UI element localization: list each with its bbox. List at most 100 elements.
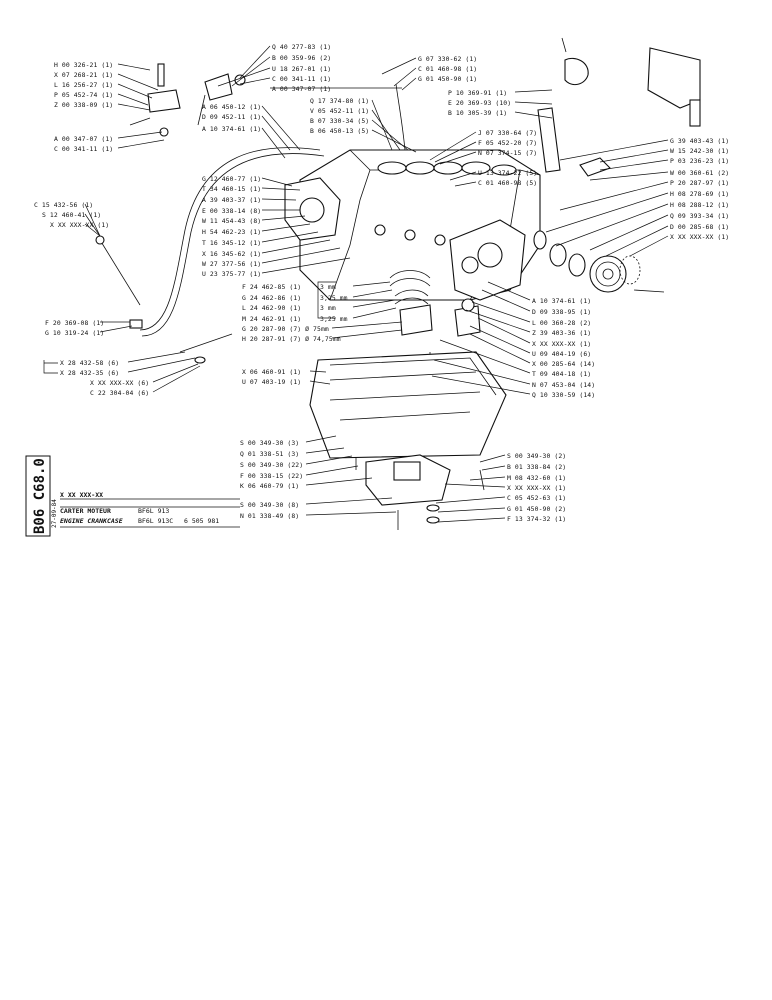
part-label: J 07 330-64 (7) bbox=[478, 129, 537, 137]
part-label: H 08 288-12 (1) bbox=[670, 201, 729, 209]
part-label: A 10 374-61 (1) bbox=[202, 125, 261, 133]
crankcase-drawing bbox=[84, 37, 701, 530]
part-label: C 15 432-56 (1) bbox=[34, 201, 93, 209]
part-label: U 23 375-77 (1) bbox=[202, 270, 261, 278]
part-label: M 08 432-60 (1) bbox=[507, 474, 566, 482]
part-label: H 08 278-69 (1) bbox=[670, 190, 729, 198]
part-label: A 39 403-37 (1) bbox=[202, 196, 261, 204]
part-label: H 20 287-91 (7) Ø 74,75mm bbox=[242, 335, 341, 343]
part-label: X XX XXX-XX (1) bbox=[507, 484, 566, 492]
part-label: B 10 305-39 (1) bbox=[448, 109, 507, 117]
part-label: W 11 454-43 (8) bbox=[202, 217, 261, 225]
page-date: 27-09-84 bbox=[51, 499, 58, 528]
part-label: S 00 349-30 (22) bbox=[240, 461, 303, 469]
part-label: X 28 432-35 (6) bbox=[60, 369, 119, 377]
callout-labels-lower-right: A 10 374-61 (1) D 09 338-95 (1) L 00 360… bbox=[532, 297, 595, 399]
part-label: P 03 236-23 (1) bbox=[670, 157, 729, 165]
part-label: U 09 404-19 (6) bbox=[532, 350, 591, 358]
part-label: U 18 267-01 (1) bbox=[272, 65, 331, 73]
part-label: X 06 460-91 (1) bbox=[242, 368, 301, 376]
callout-labels-mid-left: C 15 432-56 (1) S 12 460-41 (1) X XX XXX… bbox=[34, 175, 261, 278]
part-label: Z 00 338-09 (1) bbox=[54, 101, 113, 109]
title-english: ENGINE CRANKCASE bbox=[60, 517, 123, 525]
part-label: H 00 326-21 (1) bbox=[54, 61, 113, 69]
part-label: G 39 403-43 (1) bbox=[670, 137, 729, 145]
part-label: L 24 462-90 (1) bbox=[242, 304, 301, 312]
part-label: G 07 330-62 (1) bbox=[418, 55, 477, 63]
callout-labels-mid-right: J 07 330-64 (7) F 05 452-20 (7) N 07 374… bbox=[478, 129, 729, 241]
part-label: C 00 341-11 (1) bbox=[54, 145, 113, 153]
part-label: W 27 377-56 (1) bbox=[202, 260, 261, 268]
part-label: A 00 347-07 (1) bbox=[272, 85, 331, 93]
part-label: K 06 460-79 (1) bbox=[240, 482, 299, 490]
part-label: A 00 347-07 (1) bbox=[54, 135, 113, 143]
bearing-size: 3,25 mm bbox=[320, 294, 348, 302]
part-label: C 01 460-98 (5) bbox=[478, 179, 537, 187]
part-label: C 05 452-63 (1) bbox=[507, 494, 566, 502]
part-label: G 01 450-90 (1) bbox=[418, 75, 477, 83]
part-label: X XX XXX-XX (1) bbox=[532, 340, 591, 348]
part-label: F 00 338-15 (22) bbox=[240, 472, 303, 480]
part-label: E 00 338-14 (8) bbox=[202, 207, 261, 215]
part-label: C 01 460-98 (1) bbox=[418, 65, 477, 73]
page-code-box bbox=[25, 455, 51, 537]
part-label: G 24 462-86 (1) bbox=[242, 294, 301, 302]
part-label: X XX XXX-XX (1) bbox=[670, 233, 729, 241]
part-label: T 16 345-12 (1) bbox=[202, 239, 261, 247]
part-label: N 01 338-49 (8) bbox=[240, 512, 299, 520]
part-label: B 01 338-84 (2) bbox=[507, 463, 566, 471]
model-code: BF6L 913C bbox=[138, 517, 173, 525]
part-label: F 05 452-20 (7) bbox=[478, 139, 537, 147]
part-label: P 20 287-97 (1) bbox=[670, 179, 729, 187]
part-label: B 07 330-34 (5) bbox=[310, 117, 369, 125]
part-label: P 05 452-74 (1) bbox=[54, 91, 113, 99]
part-label: L 00 360-28 (2) bbox=[532, 319, 591, 327]
part-label: X XX XXX-XX (6) bbox=[90, 379, 149, 387]
part-label: G 12 460-77 (1) bbox=[202, 175, 261, 183]
part-label: T 09 404-18 (1) bbox=[532, 370, 591, 378]
bearing-size: 3 mm bbox=[320, 283, 336, 291]
callout-labels-sump-right: S 00 349-30 (2) B 01 338-84 (2) M 08 432… bbox=[507, 452, 566, 523]
part-label: M 24 462-91 (1) bbox=[242, 315, 301, 323]
part-label: A 06 450-12 (1) bbox=[202, 103, 261, 111]
model-code: BF6L 913 bbox=[138, 507, 169, 515]
part-label: Q 17 374-80 (1) bbox=[310, 97, 369, 105]
part-label: V 05 452-11 (1) bbox=[310, 107, 369, 115]
part-label: F 13 374-32 (1) bbox=[507, 515, 566, 523]
part-label: X 16 345-62 (1) bbox=[202, 250, 261, 258]
page-code: B06 C68.0 bbox=[32, 458, 48, 534]
part-label: B 06 450-13 (5) bbox=[310, 127, 369, 135]
part-label: P 10 369-91 (1) bbox=[448, 89, 507, 97]
part-label: N 07 374-15 (7) bbox=[478, 149, 537, 157]
part-label: D 09 338-95 (1) bbox=[532, 308, 591, 316]
part-label: Q 10 330-59 (14) bbox=[532, 391, 595, 399]
callout-labels-bearings: F 24 462-85 (1) G 24 462-86 (1) L 24 462… bbox=[242, 283, 348, 343]
part-label: X XX XXX-XX (1) bbox=[50, 221, 109, 229]
bearing-size: 3 mm bbox=[320, 304, 336, 312]
part-label: L 16 256-27 (1) bbox=[54, 81, 113, 89]
bearing-size: 3,25 mm bbox=[320, 315, 348, 323]
part-label: Q 09 393-34 (1) bbox=[670, 212, 729, 220]
part-label: B 00 359-96 (2) bbox=[272, 54, 331, 62]
part-label: F 24 462-85 (1) bbox=[242, 283, 301, 291]
serial-number: 6 505 981 bbox=[184, 517, 219, 525]
part-label: Q 01 338-51 (3) bbox=[240, 450, 299, 458]
callout-labels-top-left: H 00 326-21 (1) X 07 268-21 (1) L 16 256… bbox=[54, 61, 113, 153]
part-label: N 07 453-04 (14) bbox=[532, 381, 595, 389]
part-label: S 00 349-30 (2) bbox=[507, 452, 566, 460]
part-label: D 09 452-11 (1) bbox=[202, 113, 261, 121]
part-label: X 28 432-58 (6) bbox=[60, 359, 119, 367]
part-label: W 00 360-61 (2) bbox=[670, 169, 729, 177]
part-label: S 00 349-30 (8) bbox=[240, 501, 299, 509]
part-label: C 22 304-04 (6) bbox=[90, 389, 149, 397]
part-label: X 00 285-64 (14) bbox=[532, 360, 595, 368]
callout-labels-lower-left: F 20 369-08 (1) G 10 319-24 (1) X 28 432… bbox=[43, 319, 149, 397]
part-label: Q 40 277-83 (1) bbox=[272, 43, 331, 51]
callout-labels-top-right: G 07 330-62 (1) C 01 460-98 (1) G 01 450… bbox=[310, 55, 511, 135]
part-label: W 15 242-30 (1) bbox=[670, 147, 729, 155]
part-label: G 20 287-90 (7) Ø 75mm bbox=[242, 325, 329, 333]
part-label: G 10 319-24 (1) bbox=[45, 329, 104, 337]
part-label: G 01 450-90 (2) bbox=[507, 505, 566, 513]
